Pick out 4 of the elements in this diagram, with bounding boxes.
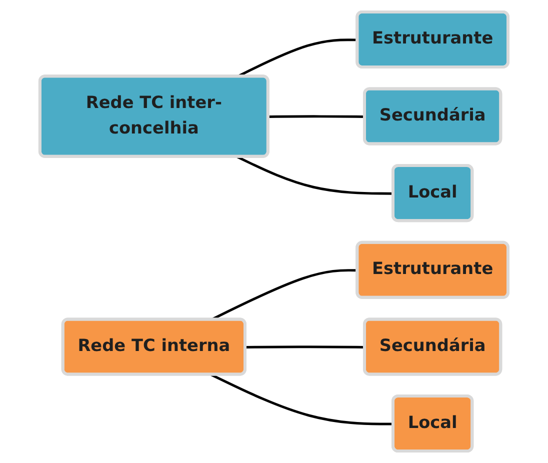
connector [246,346,365,348]
connector [210,374,394,426]
connector [236,156,394,195]
connector [268,115,365,118]
